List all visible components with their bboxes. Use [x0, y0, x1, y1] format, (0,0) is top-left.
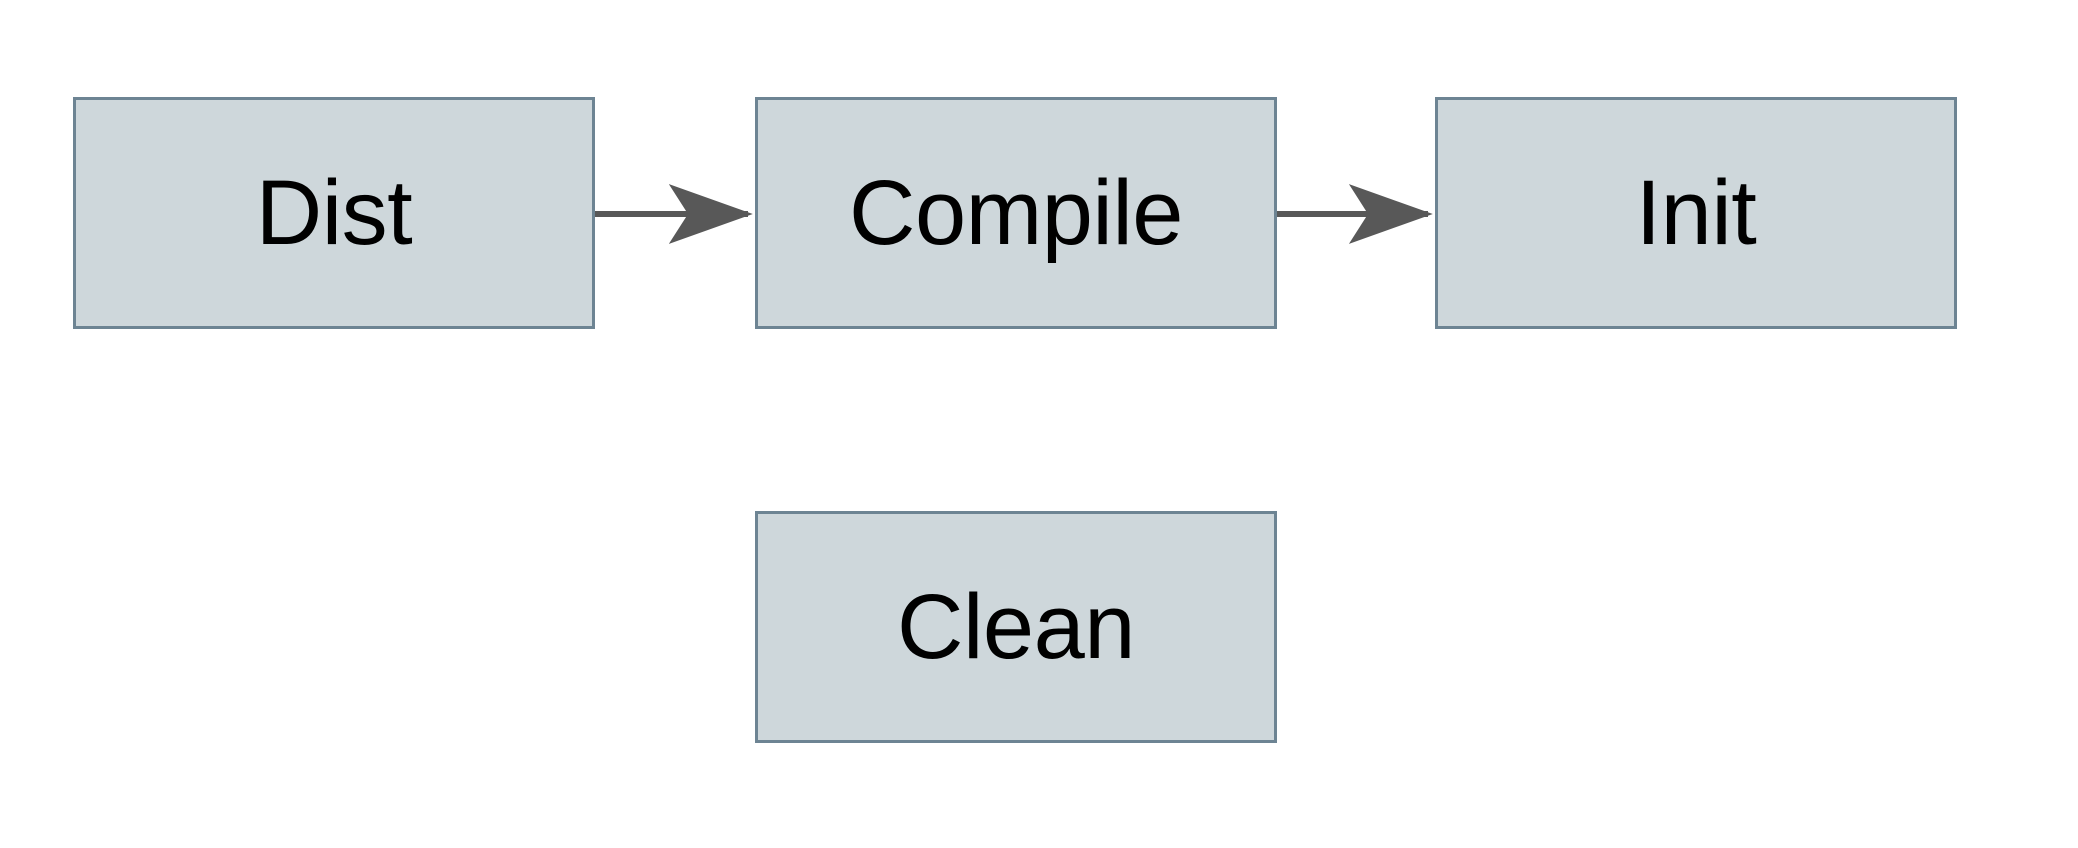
node-clean[interactable]: Clean [755, 511, 1277, 743]
node-init-label: Init [1635, 162, 1757, 264]
node-compile[interactable]: Compile [755, 97, 1277, 329]
node-init[interactable]: Init [1435, 97, 1957, 329]
node-clean-label: Clean [897, 576, 1135, 678]
node-compile-label: Compile [849, 162, 1183, 264]
node-dist[interactable]: Dist [73, 97, 595, 329]
node-dist-label: Dist [255, 162, 413, 264]
